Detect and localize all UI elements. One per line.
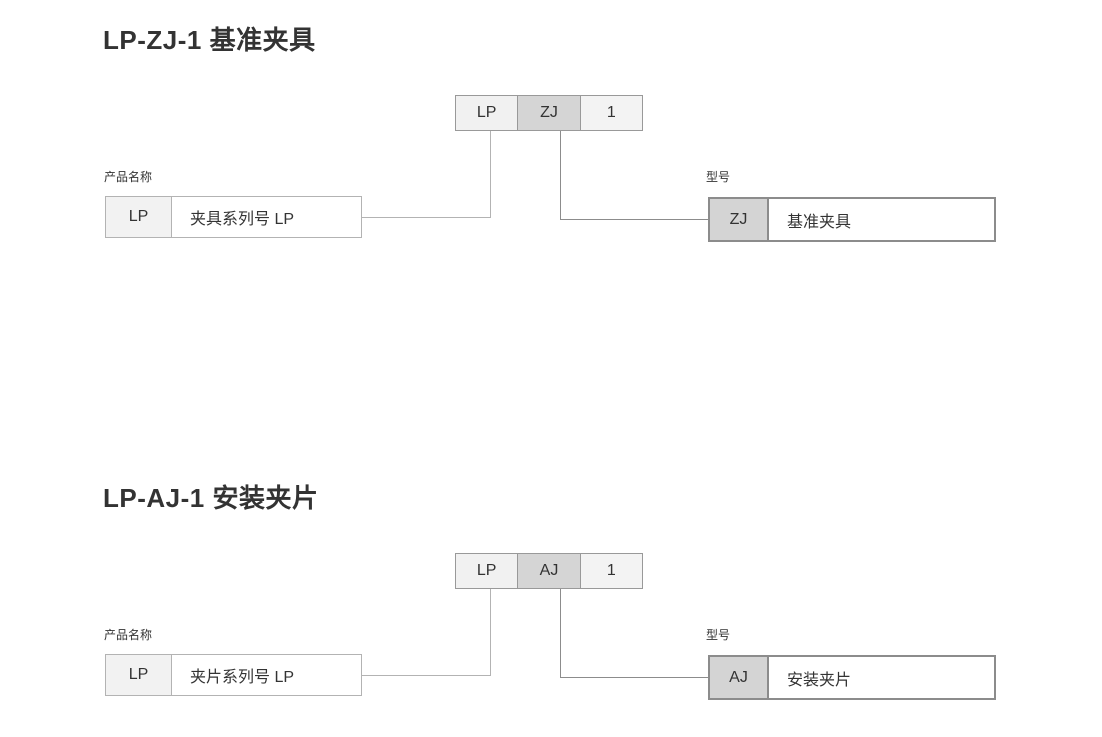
connector-line-model-vertical: [560, 131, 561, 220]
model-label: 型号: [706, 170, 731, 184]
product-name-box: LP 夹片系列号 LP: [105, 654, 362, 696]
connector-line-model-horizontal: [560, 677, 708, 678]
model-description: 安装夹片: [787, 671, 852, 689]
code-cell-model: ZJ: [518, 96, 581, 130]
model-code-box: LP ZJ 1: [455, 95, 643, 131]
code-cell-number: 1: [580, 96, 642, 130]
connector-line-product-vertical: [490, 131, 491, 217]
connector-line-model-vertical: [560, 589, 561, 678]
code-cell-series: LP: [456, 554, 519, 588]
product-name-description: 夹片系列号 LP: [190, 669, 295, 686]
product-name-label: 产品名称: [104, 170, 153, 184]
product-name-box: LP 夹具系列号 LP: [105, 196, 362, 238]
code-cell-series: LP: [456, 96, 519, 130]
model-code: ZJ: [710, 199, 769, 240]
model-code: AJ: [710, 657, 769, 698]
product-name-description: 夹具系列号 LP: [190, 211, 295, 228]
model-label: 型号: [706, 628, 731, 642]
product-name-code: LP: [106, 197, 172, 237]
model-diagram-section-zj: LP-ZJ-1 基准夹具 LP ZJ 1 产品名称 LP 夹具系列号 LP 型号…: [0, 0, 1102, 279]
section-title: LP-ZJ-1 基准夹具: [103, 25, 316, 55]
model-diagram-section-aj: LP-AJ-1 安装夹片 LP AJ 1 产品名称 LP 夹片系列号 LP 型号…: [0, 458, 1102, 737]
model-code-box: LP AJ 1: [455, 553, 643, 589]
section-title: LP-AJ-1 安装夹片: [103, 483, 319, 513]
code-cell-model: AJ: [518, 554, 581, 588]
code-cell-number: 1: [580, 554, 642, 588]
model-description: 基准夹具: [787, 213, 852, 231]
connector-line-product-horizontal: [362, 217, 491, 218]
connector-line-product-horizontal: [362, 675, 491, 676]
model-box: AJ 安装夹片: [708, 655, 996, 700]
connector-line-product-vertical: [490, 589, 491, 675]
model-box: ZJ 基准夹具: [708, 197, 996, 242]
connector-line-model-horizontal: [560, 219, 708, 220]
product-name-code: LP: [106, 655, 172, 695]
product-name-label: 产品名称: [104, 628, 153, 642]
